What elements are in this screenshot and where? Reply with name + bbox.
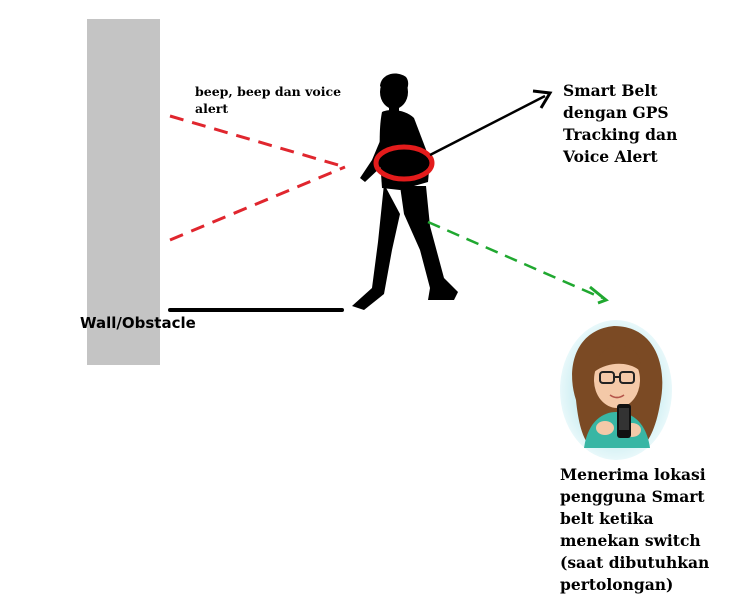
belt-ring-icon bbox=[373, 144, 435, 182]
alert-signal-lower bbox=[169, 165, 346, 242]
belt-pointer-arrow bbox=[429, 94, 546, 157]
wall-obstacle-label: Wall/Obstacle bbox=[80, 314, 196, 332]
alert-label: beep, beep dan voice alert bbox=[195, 84, 342, 116]
belt-pointer-arrowhead bbox=[532, 89, 553, 109]
receive-location-label: Menerima lokasi pengguna Smart belt keti… bbox=[560, 465, 710, 594]
woman-with-phone-avatar-icon bbox=[560, 320, 672, 460]
smart-belt-label: Smart Belt dengan GPS Tracking dan Voice… bbox=[563, 81, 678, 166]
wall-obstacle bbox=[87, 19, 160, 365]
gps-signal-line bbox=[427, 220, 603, 300]
walking-person-icon bbox=[352, 73, 458, 310]
alert-signal-upper bbox=[169, 114, 346, 169]
gps-signal-arrowhead bbox=[589, 285, 609, 305]
